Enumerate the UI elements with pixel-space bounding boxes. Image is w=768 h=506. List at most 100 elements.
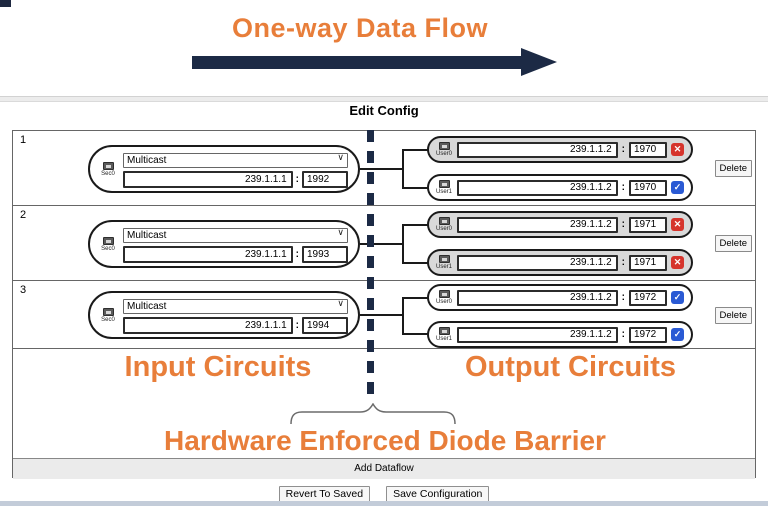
output-address-field[interactable]: [457, 141, 618, 158]
delete-row-button[interactable]: Delete: [714, 160, 752, 177]
input-circuit-pill: Sec0 Multicast ∨ :: [88, 220, 360, 268]
interface-label: User1: [435, 189, 452, 195]
diode-barrier-label: Hardware Enforced Diode Barrier: [164, 425, 606, 456]
connector-line: [402, 224, 428, 226]
output-address-field[interactable]: [457, 289, 618, 306]
output-circuit-pill: User1 :: [427, 174, 693, 201]
network-interface-icon: [102, 307, 114, 316]
delete-row-button[interactable]: Delete: [714, 235, 752, 252]
dataflow-row-2: 2 Sec0 Multicast ∨ :: [13, 206, 755, 281]
colon-separator: :: [295, 174, 299, 185]
connector-line: [402, 297, 428, 299]
connector-line: [402, 297, 404, 335]
input-port-field[interactable]: [302, 171, 348, 188]
one-way-arrow-shaft: [192, 56, 522, 69]
page-title: Edit Config: [349, 103, 419, 118]
network-interface-icon: [438, 290, 450, 298]
footer-actions: Revert To Saved Save Configuration: [0, 486, 768, 502]
interface-label: User0: [435, 299, 452, 305]
dataflow-row-3: 3 Sec0 Multicast ∨ :: [13, 281, 755, 349]
network-interface-icon: [438, 255, 450, 263]
banner-title: One-way Data Flow: [231, 13, 489, 43]
interface-label: Sec0: [101, 245, 115, 252]
revert-to-saved-button[interactable]: Revert To Saved: [278, 486, 371, 502]
output-enabled-checkbox[interactable]: [671, 143, 684, 156]
colon-separator: :: [621, 257, 625, 268]
network-interface-icon: [438, 327, 450, 335]
input-address-field[interactable]: [123, 171, 293, 188]
connector-line: [402, 149, 428, 151]
output-address-field[interactable]: [457, 216, 618, 233]
output-enabled-checkbox[interactable]: [671, 291, 684, 304]
output-interface: User0: [435, 142, 453, 157]
output-interface: User1: [435, 255, 453, 270]
output-port-field[interactable]: [629, 326, 667, 343]
input-interface: Sec0: [98, 307, 118, 323]
network-interface-icon: [102, 161, 114, 170]
colon-separator: :: [295, 320, 299, 331]
output-circuit-pill: User0 :: [427, 211, 693, 238]
output-port-field[interactable]: [629, 254, 667, 271]
config-table: 1 Sec0 Multicast ∨ :: [12, 130, 756, 479]
delete-row-button[interactable]: Delete: [714, 307, 752, 324]
network-interface-icon: [438, 142, 450, 150]
output-address-field[interactable]: [457, 326, 618, 343]
input-mode-select[interactable]: Multicast: [123, 153, 348, 168]
input-mode-select[interactable]: Multicast: [123, 228, 348, 243]
annotation-section: Input Circuits Output Circuits Hardware …: [13, 349, 755, 458]
input-port-field[interactable]: [302, 317, 348, 334]
interface-label: User0: [435, 151, 452, 157]
output-circuit-pill: User0 :: [427, 284, 693, 311]
network-interface-icon: [102, 236, 114, 245]
add-dataflow-button[interactable]: Add Dataflow: [13, 458, 755, 479]
output-enabled-checkbox[interactable]: [671, 256, 684, 269]
colon-separator: :: [621, 182, 625, 193]
divider-band: [0, 96, 768, 102]
colon-separator: :: [621, 219, 625, 230]
output-port-field[interactable]: [629, 179, 667, 196]
output-enabled-checkbox[interactable]: [671, 218, 684, 231]
row-number: 3: [20, 284, 27, 296]
interface-label: User1: [435, 336, 452, 342]
interface-label: User1: [435, 264, 452, 270]
colon-separator: :: [621, 144, 625, 155]
input-mode-select[interactable]: Multicast: [123, 299, 348, 314]
output-interface: User1: [435, 327, 453, 342]
screenshot-corner-artifact: [0, 0, 11, 7]
output-interface: User0: [435, 217, 453, 232]
network-interface-icon: [438, 217, 450, 225]
interface-label: Sec0: [101, 170, 115, 177]
dataflow-row-1: 1 Sec0 Multicast ∨ :: [13, 131, 755, 206]
save-configuration-button[interactable]: Save Configuration: [386, 486, 490, 502]
output-port-field[interactable]: [629, 141, 667, 158]
input-circuits-label: Input Circuits: [124, 351, 312, 383]
connector-line: [402, 262, 428, 264]
connector-line: [402, 149, 404, 189]
output-port-field[interactable]: [629, 289, 667, 306]
connector-line: [360, 243, 403, 245]
row-number: 2: [20, 209, 27, 221]
brace-icon: [290, 403, 456, 425]
output-address-field[interactable]: [457, 179, 618, 196]
output-circuit-pill: User0 :: [427, 136, 693, 163]
input-address-field[interactable]: [123, 246, 293, 263]
input-port-field[interactable]: [302, 246, 348, 263]
output-enabled-checkbox[interactable]: [671, 181, 684, 194]
input-circuit-pill: Sec0 Multicast ∨ :: [88, 291, 360, 339]
network-interface-icon: [438, 180, 450, 188]
input-interface: Sec0: [98, 236, 118, 252]
output-interface: User1: [435, 180, 453, 195]
connector-line: [402, 187, 428, 189]
output-enabled-checkbox[interactable]: [671, 328, 684, 341]
output-interface: User0: [435, 290, 453, 305]
output-circuit-pill: User1 :: [427, 321, 693, 348]
connector-line: [402, 224, 404, 264]
output-port-field[interactable]: [629, 216, 667, 233]
colon-separator: :: [621, 329, 625, 340]
input-address-field[interactable]: [123, 317, 293, 334]
output-address-field[interactable]: [457, 254, 618, 271]
connector-line: [402, 333, 428, 335]
input-circuit-pill: Sec0 Multicast ∨ :: [88, 145, 360, 193]
input-interface: Sec0: [98, 161, 118, 177]
